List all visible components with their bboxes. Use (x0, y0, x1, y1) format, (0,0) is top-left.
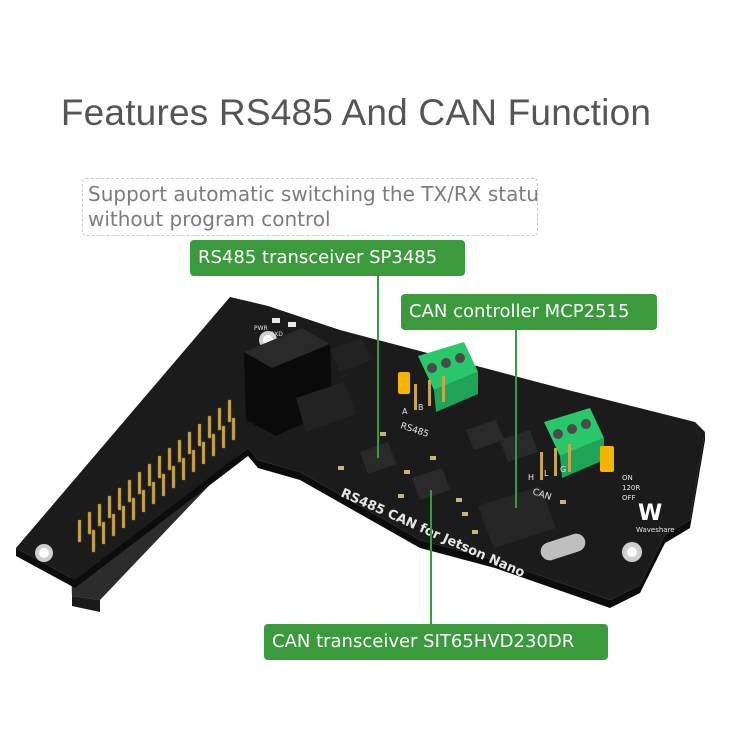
silk-can-pin-g: G (560, 465, 566, 474)
ic-chip (296, 382, 356, 432)
rs485-transceiver-chip (360, 442, 396, 474)
smd-components (338, 432, 566, 534)
silk-off: OFF (622, 494, 636, 502)
silk-rs485-pin-a: A (402, 407, 408, 416)
ic-chip (500, 430, 538, 462)
rxd-led (288, 322, 296, 327)
gpio-pin-header (77, 399, 236, 553)
rs485-transceiver-callout: RS485 transceiver SP3485 (190, 240, 465, 276)
can-transceiver-chip (412, 468, 450, 500)
silk-pwr: PWR (254, 325, 268, 332)
rs485-terminal-block (414, 342, 478, 412)
logo-brand: Waveshare (636, 526, 675, 534)
ic-chip (330, 338, 372, 372)
silk-rxd: RXD (270, 331, 283, 338)
page-title: Features RS485 And CAN Function (60, 92, 652, 133)
silk-can-pin-h: H (528, 473, 534, 482)
logo-mark: W (638, 501, 662, 526)
can-transceiver-leader-line (430, 490, 432, 624)
rs485-jumper (398, 372, 410, 394)
silk-on: ON (622, 474, 633, 482)
rs485-leader-line (377, 276, 379, 458)
feature-note-line-2: without program control (88, 207, 331, 231)
can-transceiver-callout: CAN transceiver SIT65HVD230DR (264, 624, 608, 660)
pcb-edge (16, 432, 705, 608)
female-header-side (72, 596, 100, 612)
silk-can-pin-l: L (544, 469, 549, 478)
feature-note-line-1: Support automatic switching the TX/RX st… (88, 182, 538, 206)
can-terminal-block (540, 408, 604, 480)
can-controller-chip (478, 486, 556, 548)
crystal (540, 533, 586, 561)
can-controller-callout: CAN controller MCP2515 (401, 294, 657, 330)
ic-chip (466, 420, 504, 450)
silk-rs485-pin-b: B (418, 403, 424, 412)
silk-120r: 120R (622, 484, 640, 492)
pwr-led (272, 318, 280, 323)
can-jumper (600, 446, 614, 472)
waveshare-logo: W Waveshare (636, 501, 675, 534)
feature-note: Support automatic switching the TX/RX st… (82, 178, 538, 236)
can-controller-leader-line (515, 330, 517, 508)
